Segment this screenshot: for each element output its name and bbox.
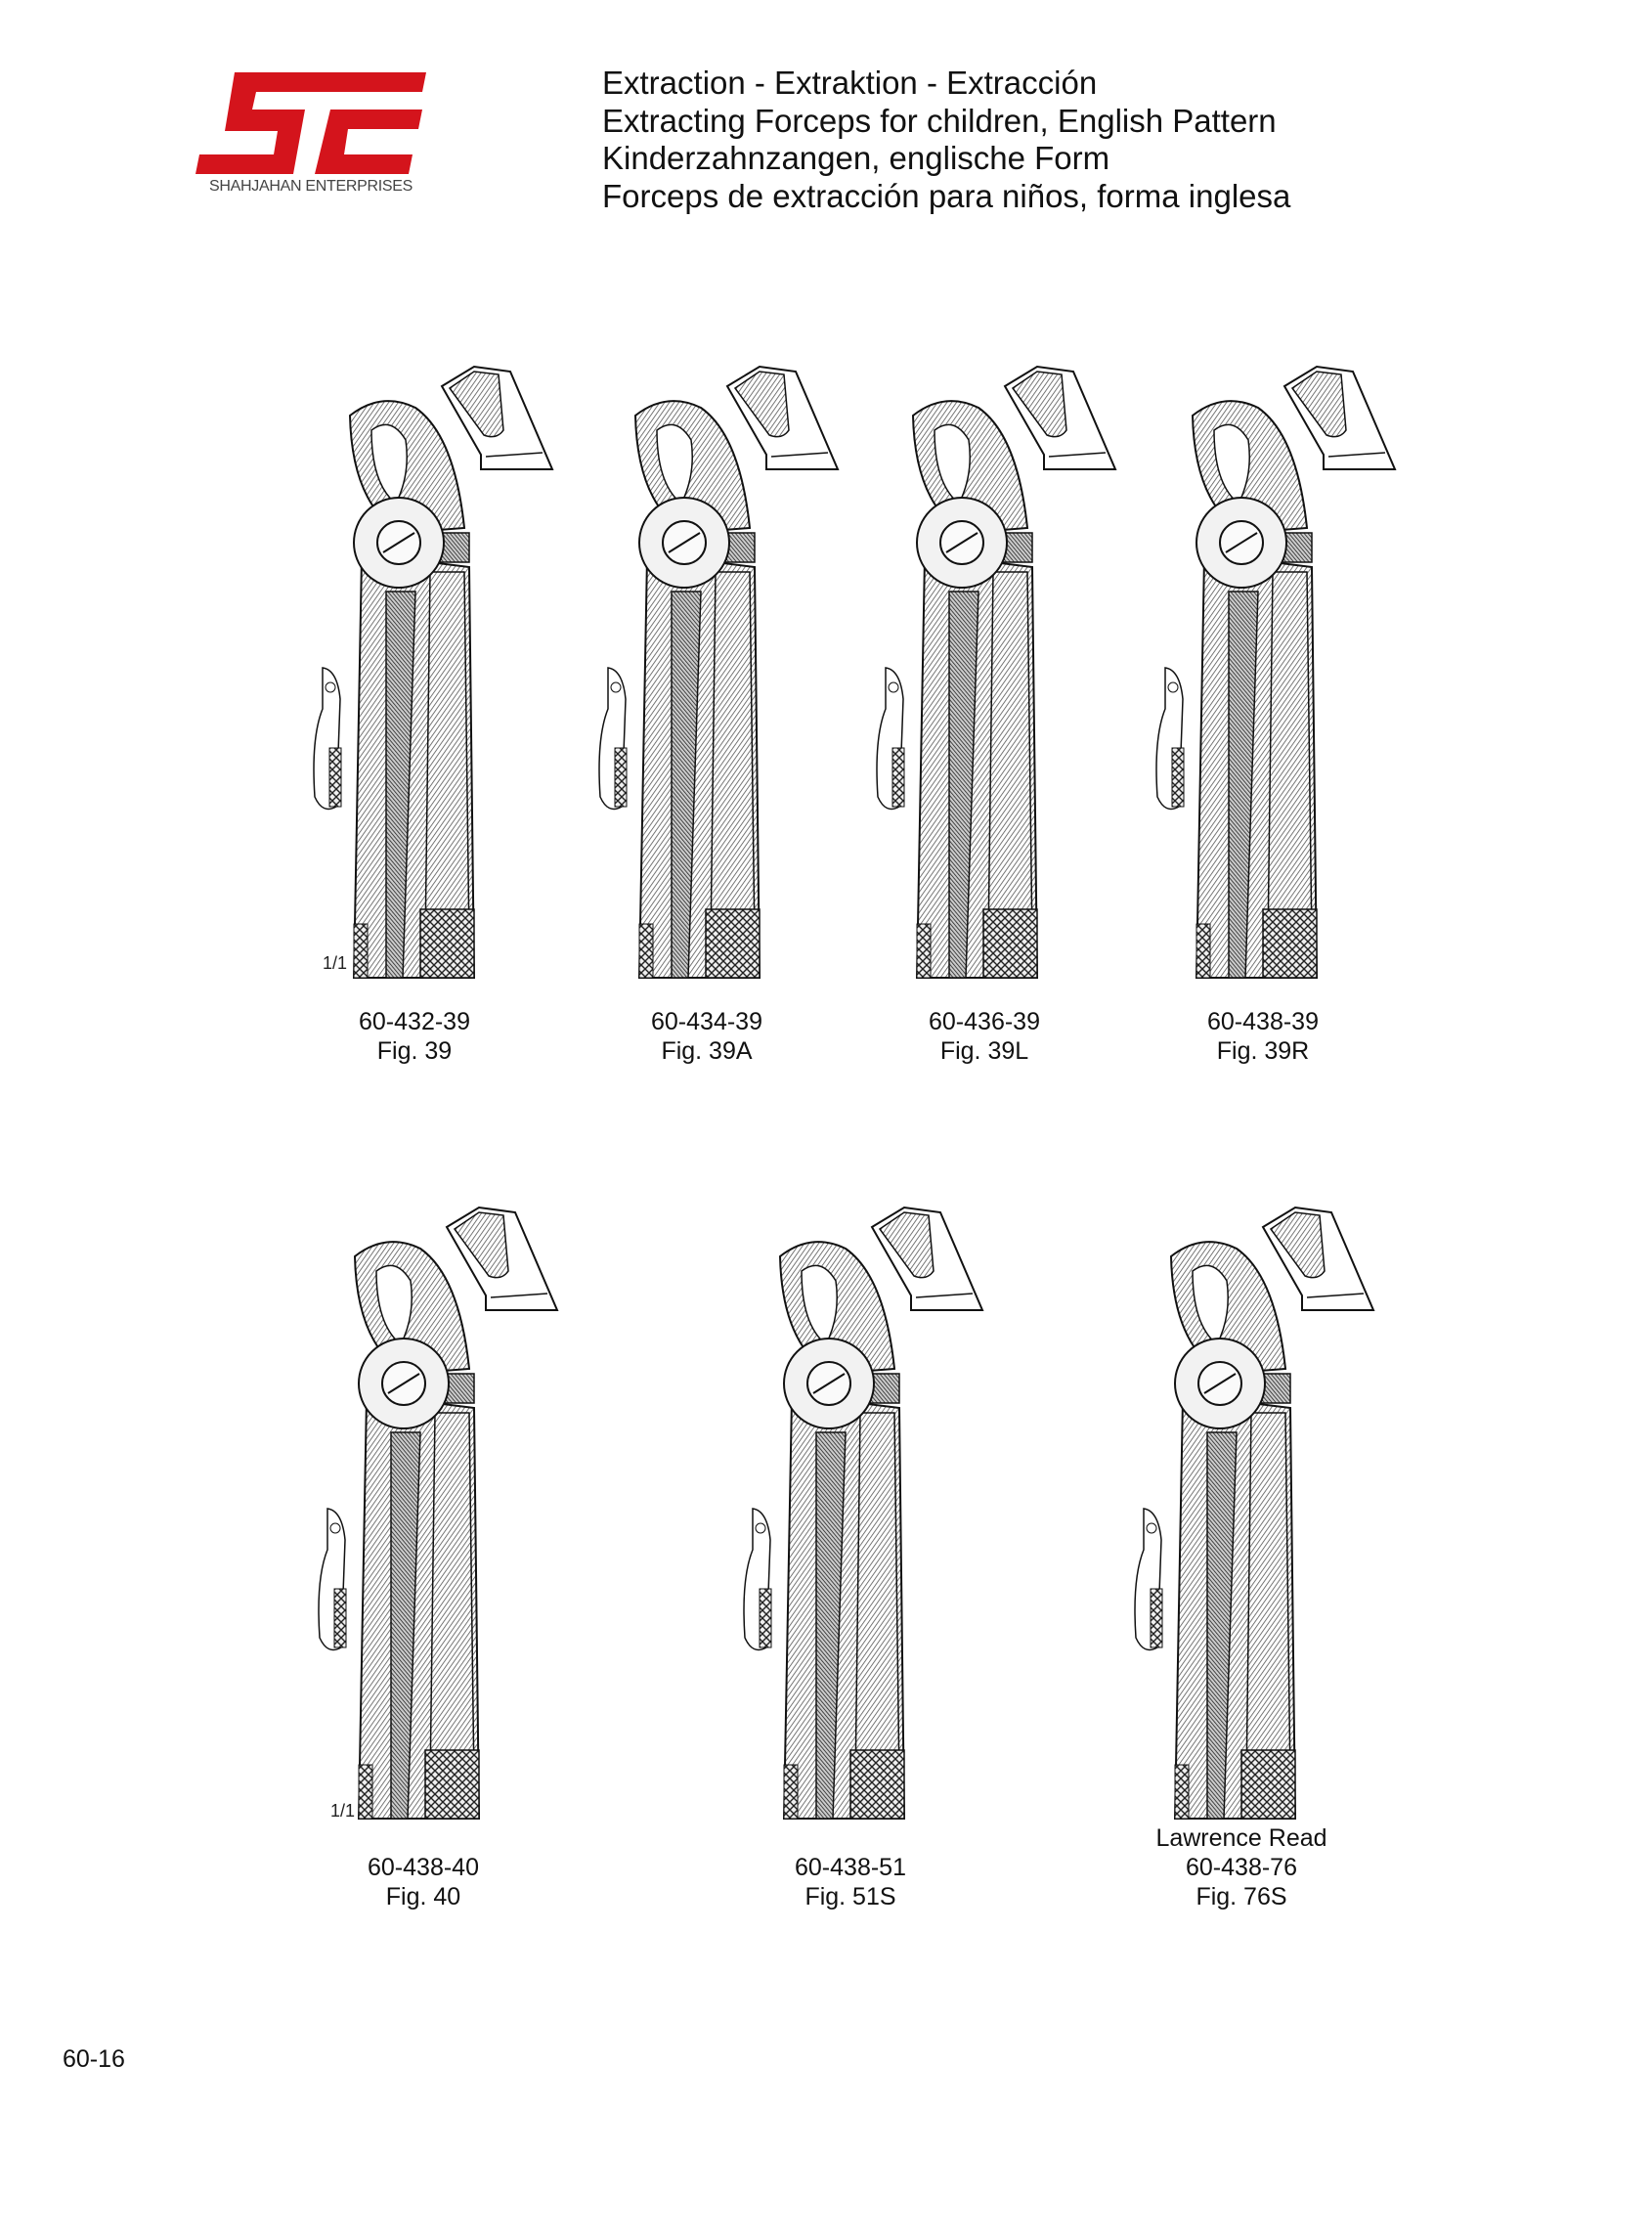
figure-caption: 60-434-39 Fig. 39A (560, 1007, 853, 1066)
page-number: 60-16 (63, 2045, 125, 2073)
figure-caption: 60-438-51 Fig. 51S (704, 1853, 997, 1911)
title-line: Forceps de extracción para niños, forma … (602, 177, 1291, 214)
product-name: Lawrence Read (1155, 1824, 1327, 1852)
forceps-illustration-fig51s (723, 1188, 1017, 1823)
figure-number: Fig. 39A (661, 1037, 753, 1065)
title-line: Extraction - Extraktion - Extracción (602, 65, 1098, 101)
product-code: 60-438-76 (1186, 1854, 1297, 1881)
scale-label: 1/1 (323, 953, 348, 973)
title-line: Kinderzahnzangen, englische Form (602, 140, 1110, 176)
figure-caption: Lawrence Read 60-438-76 Fig. 76S (1095, 1823, 1388, 1911)
title-line: Extracting Forceps for children, English… (602, 102, 1277, 139)
product-code: 60-438-39 (1207, 1008, 1319, 1035)
page-title: Extraction - Extraktion - Extracción Ext… (602, 65, 1290, 215)
forceps-illustration-fig40 (298, 1188, 591, 1823)
figure-caption: 60-436-39 Fig. 39L (838, 1007, 1131, 1066)
company-logo: SHAHJAHAN ENTERPRISES (196, 72, 426, 199)
forceps-illustration-fig39 (293, 347, 587, 983)
figure-number: Fig. 39R (1216, 1037, 1310, 1065)
figure-number: Fig. 39L (939, 1037, 1029, 1065)
company-name: SHAHJAHAN ENTERPRISES (209, 178, 413, 195)
product-code: 60-438-40 (368, 1854, 479, 1881)
forceps-illustration-fig76s (1114, 1188, 1408, 1823)
figure-number: Fig. 40 (385, 1883, 461, 1910)
scale-label: 1/1 (330, 1801, 356, 1821)
se-logo-icon (196, 72, 426, 174)
figure-caption: 60-438-39 Fig. 39R (1116, 1007, 1410, 1066)
forceps-illustration-fig39l (856, 347, 1150, 983)
figure-number: Fig. 39 (376, 1037, 453, 1065)
figure-number: Fig. 76S (1196, 1883, 1287, 1910)
product-code: 60-436-39 (929, 1008, 1040, 1035)
forceps-illustration-fig39a (579, 347, 872, 983)
figure-number: Fig. 51S (804, 1883, 896, 1910)
product-code: 60-438-51 (795, 1854, 906, 1881)
figure-caption: 60-438-40 Fig. 40 (277, 1853, 570, 1911)
product-code: 60-432-39 (359, 1008, 470, 1035)
figure-caption: 60-432-39 Fig. 39 (268, 1007, 561, 1066)
product-code: 60-434-39 (651, 1008, 762, 1035)
forceps-illustration-fig39r (1136, 347, 1429, 983)
